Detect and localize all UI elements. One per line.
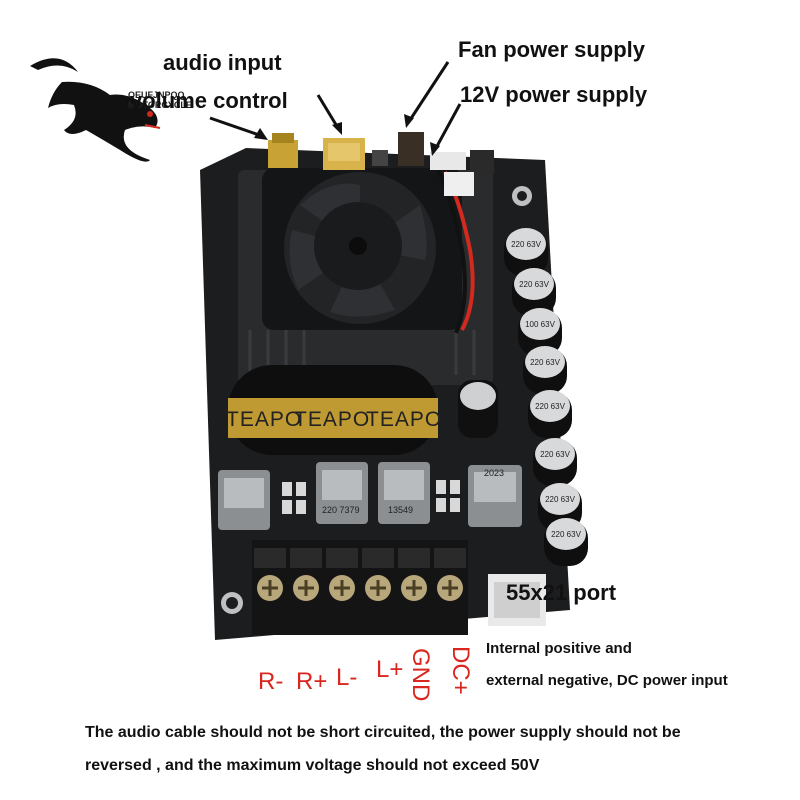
small-capacitor-top bbox=[514, 268, 554, 300]
small-capacitor-rating: 220 63V bbox=[530, 358, 560, 367]
small-capacitor-top bbox=[520, 308, 560, 340]
terminal-label-l-minus: L- bbox=[336, 664, 358, 691]
capacitor-brand-1: TEAPO bbox=[226, 408, 303, 431]
screw-terminal-block bbox=[252, 540, 468, 635]
terminal-label-l-plus: L+ bbox=[376, 656, 404, 683]
chip-marking-1: 2023 bbox=[484, 468, 505, 478]
small-capacitor-rating: 220 63V bbox=[545, 495, 575, 504]
volume-potentiometer bbox=[268, 140, 298, 168]
panther-logo bbox=[30, 58, 161, 162]
terminal-slot bbox=[254, 548, 286, 568]
small-capacitor-top bbox=[506, 228, 546, 260]
chip-marking-3: 220 7379 bbox=[322, 505, 360, 515]
chip-marking-2: 13549 bbox=[388, 505, 414, 515]
label-port: 55x21 port bbox=[506, 580, 617, 605]
brand-line-1: QEUFJNPQQ bbox=[128, 90, 185, 100]
label-volume-control: volume control bbox=[130, 88, 288, 113]
small-capacitors: 220 63V 220 63V 100 63V 220 63V 220 63V 220 6… bbox=[504, 228, 588, 566]
callout-arrows bbox=[209, 61, 462, 156]
small-capacitor-top bbox=[535, 438, 575, 470]
terminal-screws bbox=[254, 548, 466, 601]
terminal-label-dc-plus: DC+ bbox=[447, 646, 474, 695]
label-port-desc-2: external negative, DC power input bbox=[486, 672, 728, 689]
small-capacitor-top bbox=[540, 483, 580, 515]
brand-line-2: MOTORCYCLE bbox=[128, 100, 192, 110]
label-audio-input: audio input bbox=[163, 50, 282, 75]
fan-connector bbox=[398, 132, 424, 166]
label-fan-power: Fan power supply bbox=[458, 37, 646, 62]
terminal-label-r-minus: R- bbox=[258, 668, 284, 695]
capacitor-brand-2: TEAPO bbox=[294, 408, 371, 431]
terminal-slot bbox=[326, 548, 358, 568]
small-capacitor-rating: 220 63V bbox=[540, 450, 570, 459]
label-12v-power: 12V power supply bbox=[460, 82, 648, 107]
note-line-1: The audio cable should not be short circ… bbox=[85, 724, 681, 741]
terminal-label-gnd: GND bbox=[407, 648, 434, 702]
terminal-slot bbox=[398, 548, 430, 568]
small-capacitor-rating: 100 63V bbox=[525, 320, 555, 329]
small-capacitor-rating: 220 63V bbox=[519, 280, 549, 289]
small-capacitor-rating: 220 63V bbox=[535, 402, 565, 411]
terminal-slot bbox=[434, 548, 466, 568]
terminal-slot bbox=[362, 548, 394, 568]
small-capacitor-rating: 220 63V bbox=[511, 240, 541, 249]
capacitor-brand-3: TEAPO bbox=[366, 408, 443, 431]
small-capacitor-top bbox=[530, 390, 570, 422]
power-connector-12v bbox=[430, 152, 466, 170]
terminal-label-r-plus: R+ bbox=[296, 668, 328, 695]
label-port-desc-1: Internal positive and bbox=[486, 640, 632, 657]
terminal-slot bbox=[290, 548, 322, 568]
note-line-2: reversed , and the maximum voltage shoul… bbox=[85, 757, 540, 774]
small-capacitor-top bbox=[546, 518, 586, 550]
small-capacitor-top bbox=[525, 346, 565, 378]
small-capacitor-rating: 220 63V bbox=[551, 530, 581, 539]
